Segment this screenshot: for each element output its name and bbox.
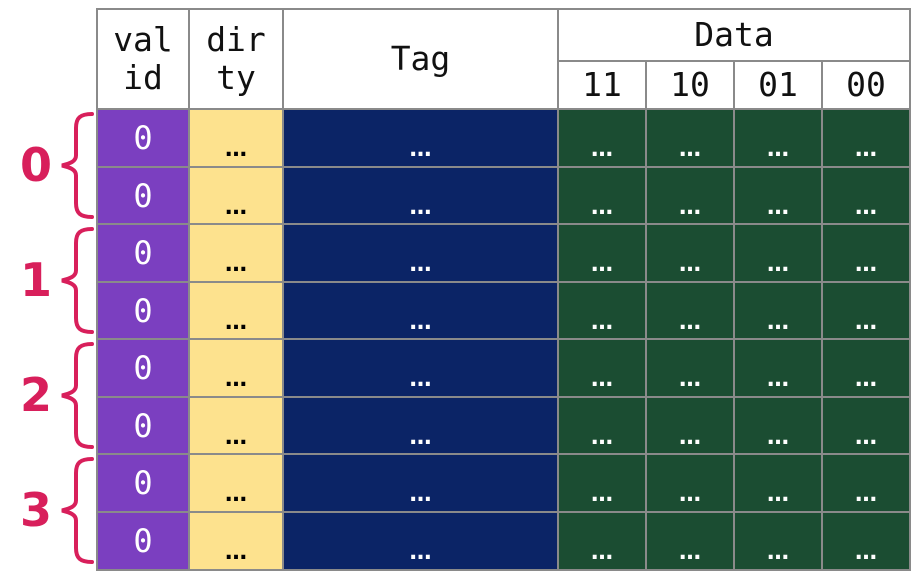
- valid-cell: 0: [96, 108, 190, 168]
- data-cell: …: [557, 511, 647, 571]
- dirty-cell: …: [188, 281, 284, 341]
- data-cell: …: [733, 338, 823, 398]
- data-cell: …: [557, 281, 647, 341]
- data-col-header-11: 11: [557, 60, 647, 110]
- dirty-column-header: dir ty: [188, 8, 284, 110]
- tag-cell: …: [282, 223, 559, 283]
- tag-cell: …: [282, 108, 559, 168]
- set-label-2: 2: [19, 367, 52, 422]
- valid-cell: 0: [96, 223, 190, 283]
- data-cell: …: [733, 281, 823, 341]
- data-cell: …: [557, 223, 647, 283]
- tag-cell: …: [282, 396, 559, 456]
- set-brace-1: [61, 227, 94, 334]
- data-col-header-10: 10: [645, 60, 735, 110]
- valid-cell: 0: [96, 396, 190, 456]
- valid-cell: 0: [96, 338, 190, 398]
- tag-column-header: Tag: [282, 8, 559, 110]
- data-cell: …: [733, 396, 823, 456]
- dirty-cell: …: [188, 166, 284, 226]
- data-cell: …: [733, 166, 823, 226]
- valid-cell: 0: [96, 453, 190, 513]
- data-cell: …: [821, 108, 911, 168]
- data-cell: …: [821, 223, 911, 283]
- valid-cell: 0: [96, 166, 190, 226]
- data-cell: …: [645, 223, 735, 283]
- tag-cell: …: [282, 281, 559, 341]
- data-cell: …: [821, 166, 911, 226]
- data-cell: …: [821, 281, 911, 341]
- tag-cell: …: [282, 511, 559, 571]
- dirty-cell: …: [188, 453, 284, 513]
- valid-column-header: val id: [96, 8, 190, 110]
- set-label-0: 0: [19, 137, 52, 192]
- dirty-cell: …: [188, 511, 284, 571]
- set-label-1: 1: [19, 252, 52, 307]
- valid-cell: 0: [96, 281, 190, 341]
- data-col-header-01: 01: [733, 60, 823, 110]
- data-cell: …: [557, 338, 647, 398]
- tag-cell: …: [282, 338, 559, 398]
- data-col-header-00: 00: [821, 60, 911, 110]
- data-cell: …: [645, 166, 735, 226]
- data-cell: …: [645, 108, 735, 168]
- dirty-cell: …: [188, 108, 284, 168]
- data-cell: …: [557, 396, 647, 456]
- data-cell: …: [645, 281, 735, 341]
- data-cell: …: [733, 223, 823, 283]
- data-cell: …: [557, 166, 647, 226]
- data-cell: …: [645, 453, 735, 513]
- data-cell: …: [645, 511, 735, 571]
- data-cell: …: [733, 511, 823, 571]
- set-label-3: 3: [19, 482, 52, 537]
- set-brace-0: [61, 112, 94, 219]
- data-cell: …: [557, 453, 647, 513]
- data-cell: …: [645, 396, 735, 456]
- valid-cell: 0: [96, 511, 190, 571]
- data-column-header: Data: [557, 8, 911, 62]
- dirty-cell: …: [188, 338, 284, 398]
- set-brace-2: [61, 342, 94, 449]
- data-cell: …: [557, 108, 647, 168]
- data-cell: …: [821, 453, 911, 513]
- tag-cell: …: [282, 166, 559, 226]
- data-cell: …: [645, 338, 735, 398]
- tag-cell: …: [282, 453, 559, 513]
- data-cell: …: [733, 108, 823, 168]
- data-cell: …: [821, 338, 911, 398]
- data-cell: …: [821, 396, 911, 456]
- dirty-cell: …: [188, 396, 284, 456]
- data-cell: …: [733, 453, 823, 513]
- set-brace-3: [61, 457, 94, 564]
- data-cell: …: [821, 511, 911, 571]
- dirty-cell: …: [188, 223, 284, 283]
